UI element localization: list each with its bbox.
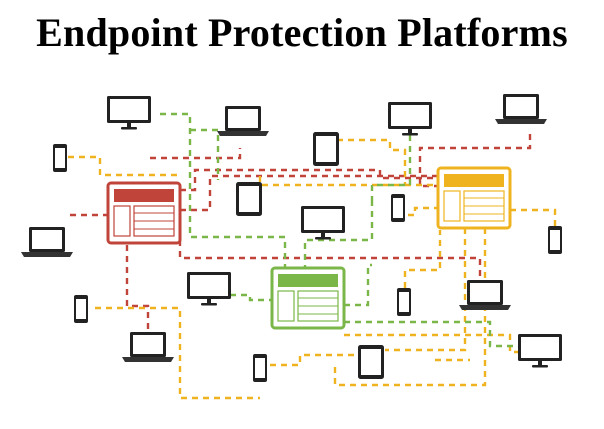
desktop-monitor-icon bbox=[388, 102, 432, 136]
smartphone-icon bbox=[548, 226, 562, 254]
laptop-icon bbox=[217, 106, 269, 136]
tablet-icon bbox=[236, 182, 262, 216]
laptop-icon bbox=[495, 94, 547, 124]
red-connection-lines bbox=[70, 130, 532, 330]
green-connection-lines bbox=[160, 112, 520, 348]
page-title: Endpoint Protection Platforms bbox=[36, 10, 568, 55]
laptop-icon bbox=[21, 227, 73, 257]
desktop-monitor-icon bbox=[518, 334, 562, 368]
smartphone-icon bbox=[53, 144, 67, 172]
smartphone-icon bbox=[391, 194, 405, 222]
green-server-window bbox=[270, 266, 346, 330]
desktop-monitor-icon bbox=[301, 206, 345, 240]
smartphone-icon bbox=[397, 288, 411, 316]
desktop-monitor-icon bbox=[107, 96, 151, 130]
laptop-icon bbox=[459, 280, 511, 310]
smartphone-icon bbox=[74, 295, 88, 323]
yellow-server-window bbox=[436, 166, 512, 230]
red-server-window bbox=[106, 181, 182, 245]
tablet-icon bbox=[358, 345, 384, 379]
tablet-icon bbox=[313, 132, 339, 166]
laptop-icon bbox=[122, 332, 174, 362]
desktop-monitor-icon bbox=[187, 272, 231, 306]
smartphone-icon bbox=[253, 354, 267, 382]
